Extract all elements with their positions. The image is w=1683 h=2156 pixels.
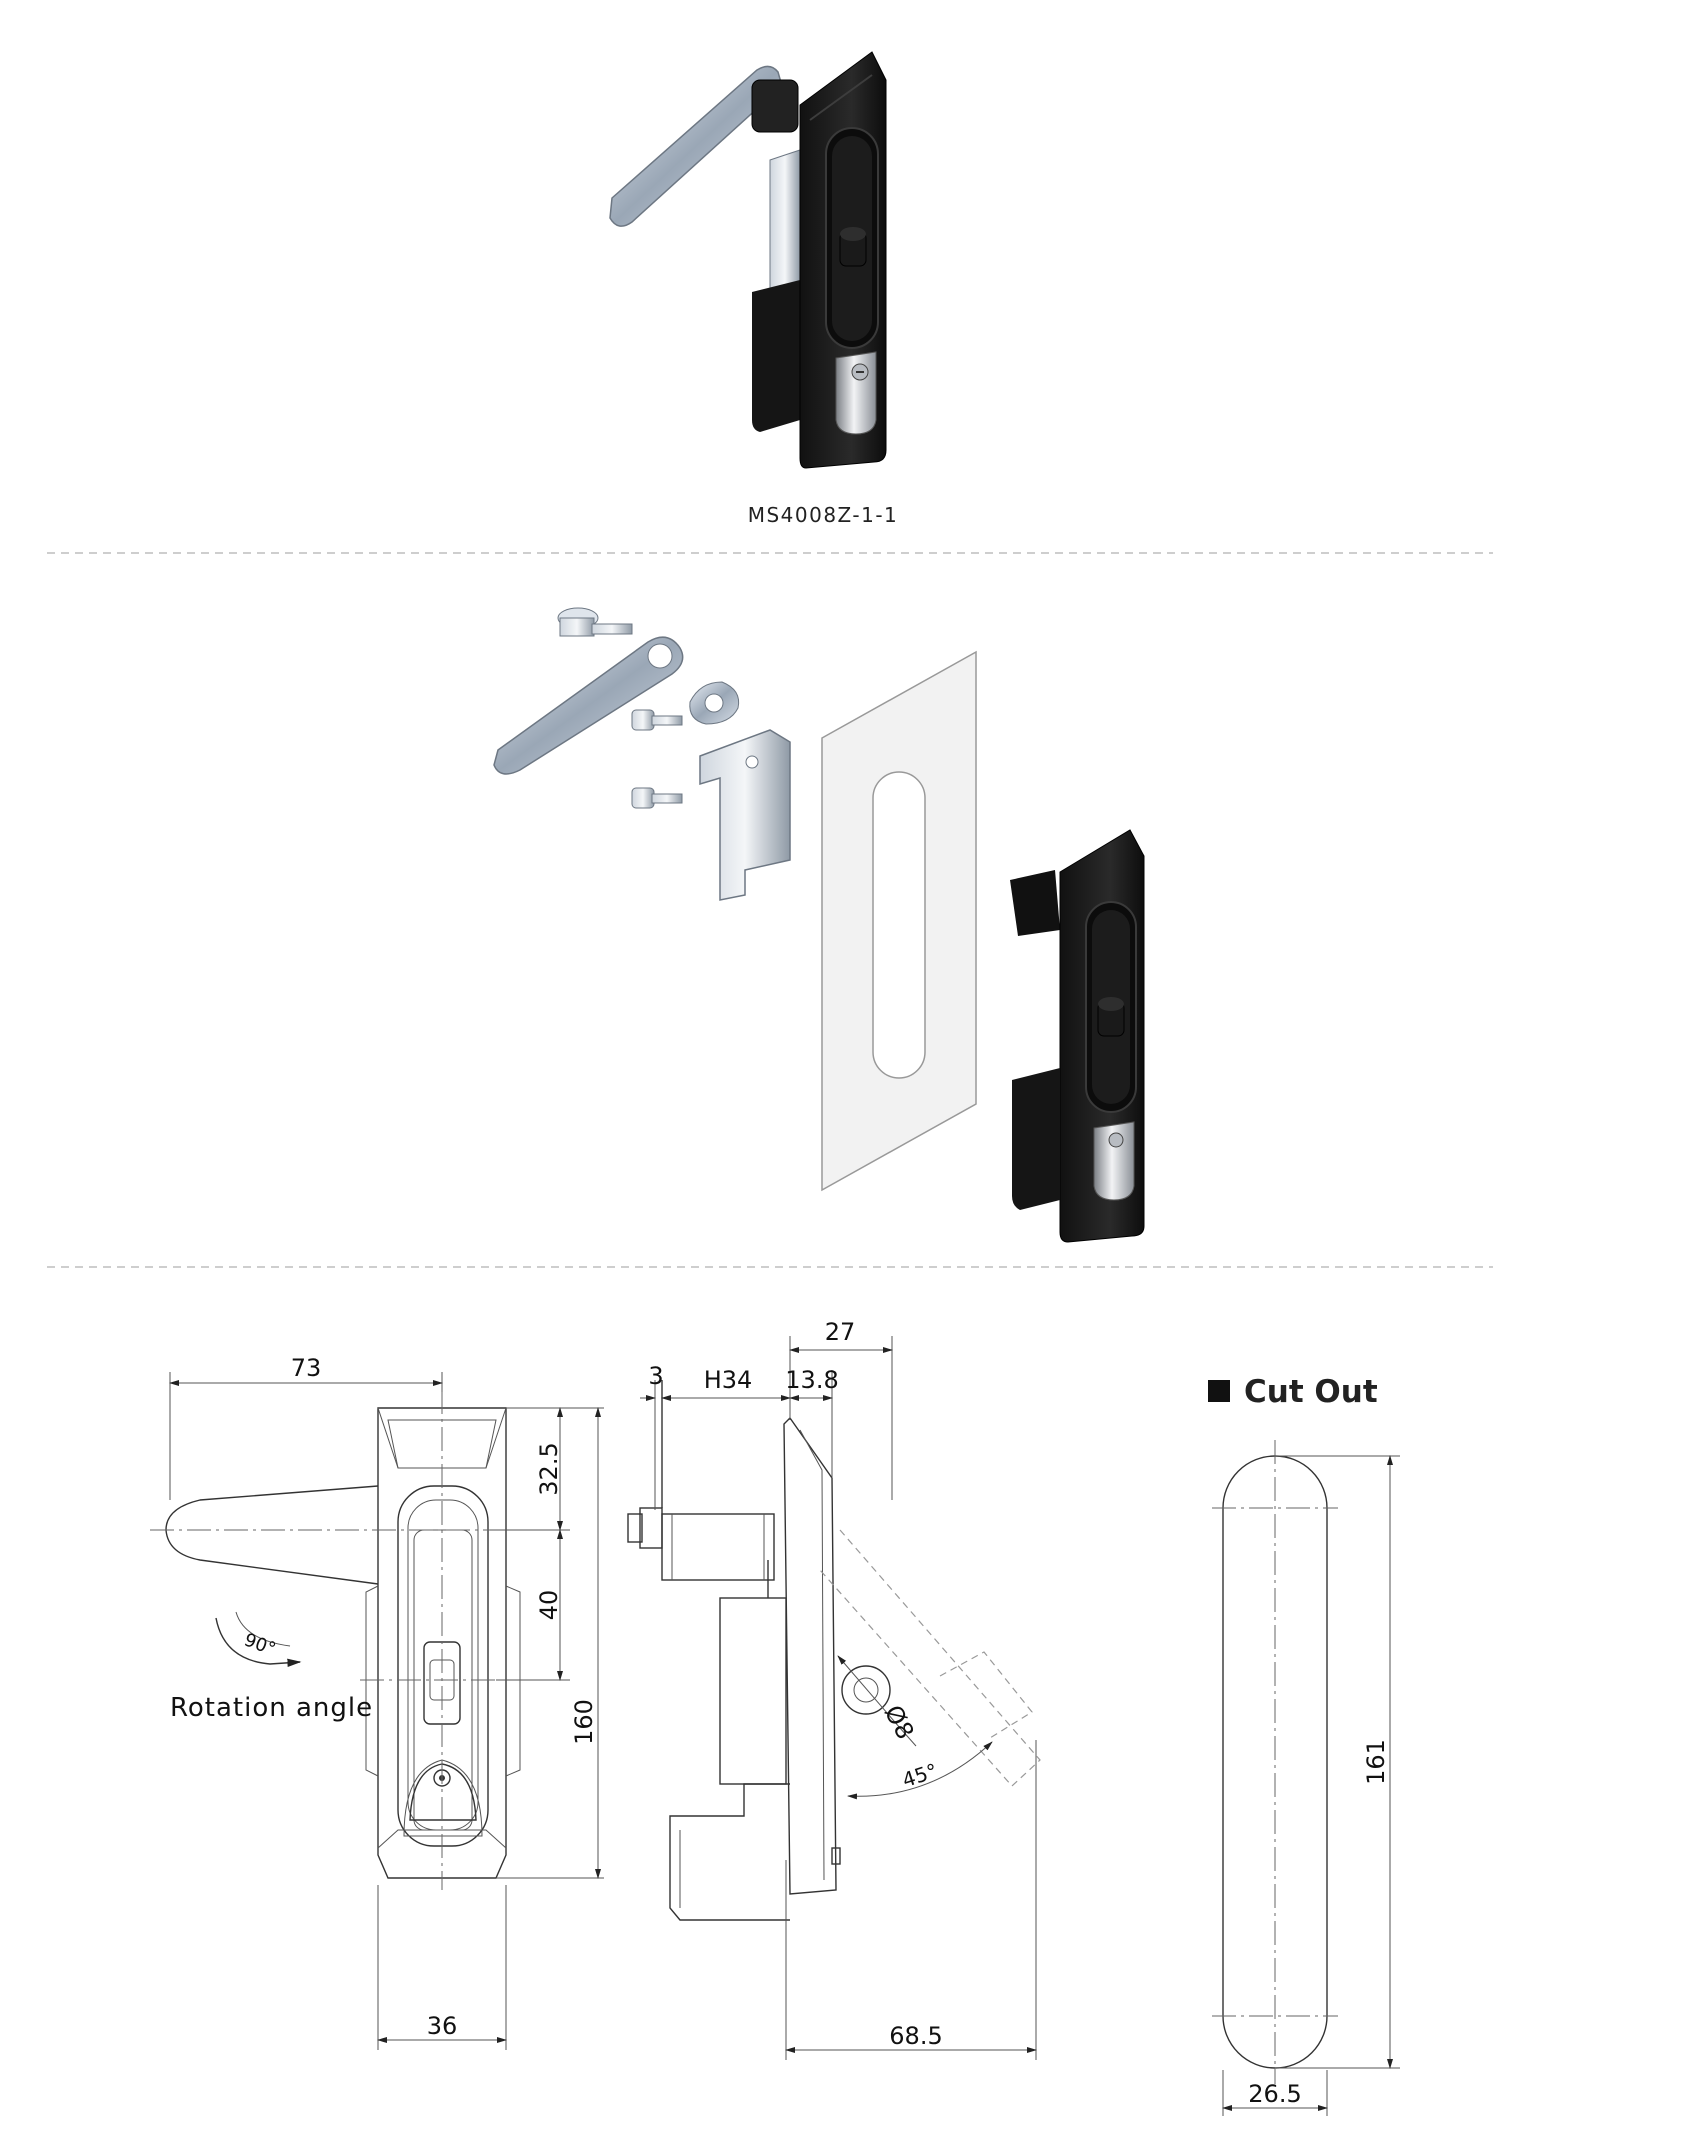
dim-160: 160: [570, 1699, 598, 1745]
product-render: [609, 51, 887, 469]
dim-3: 3: [648, 1362, 663, 1390]
cut-out-drawing: [1212, 1440, 1400, 2116]
exploded-view: [493, 607, 1145, 1243]
side-view: [627, 1336, 1041, 2060]
dim-73: 73: [291, 1354, 322, 1382]
dim-diameter-8: Ø8: [879, 1701, 920, 1744]
cut-out-title: Cut Out: [1244, 1374, 1378, 1410]
dim-36: 36: [427, 2012, 458, 2040]
dim-27: 27: [825, 1318, 856, 1346]
dim-68-5: 68.5: [889, 2022, 942, 2050]
dim-angle-45: 45°: [899, 1758, 940, 1792]
cut-out-dim-26-5: 26.5: [1248, 2080, 1301, 2108]
screw-top: [557, 607, 633, 637]
dim-40: 40: [535, 1590, 563, 1621]
dim-13-8: 13.8: [785, 1366, 838, 1394]
cut-out-bullet: [1208, 1380, 1230, 1402]
model-caption: MS4008Z-1-1: [748, 503, 899, 527]
screw-mid: [631, 709, 683, 731]
cut-out-dim-161: 161: [1362, 1739, 1390, 1785]
rotation-angle-value: 90°: [241, 1630, 278, 1661]
rotation-angle-label: Rotation angle: [170, 1693, 373, 1723]
screw-low: [631, 787, 683, 809]
dim-32-5: 32.5: [535, 1442, 563, 1495]
dim-h34: H34: [704, 1366, 753, 1394]
front-view: [150, 1372, 604, 2050]
